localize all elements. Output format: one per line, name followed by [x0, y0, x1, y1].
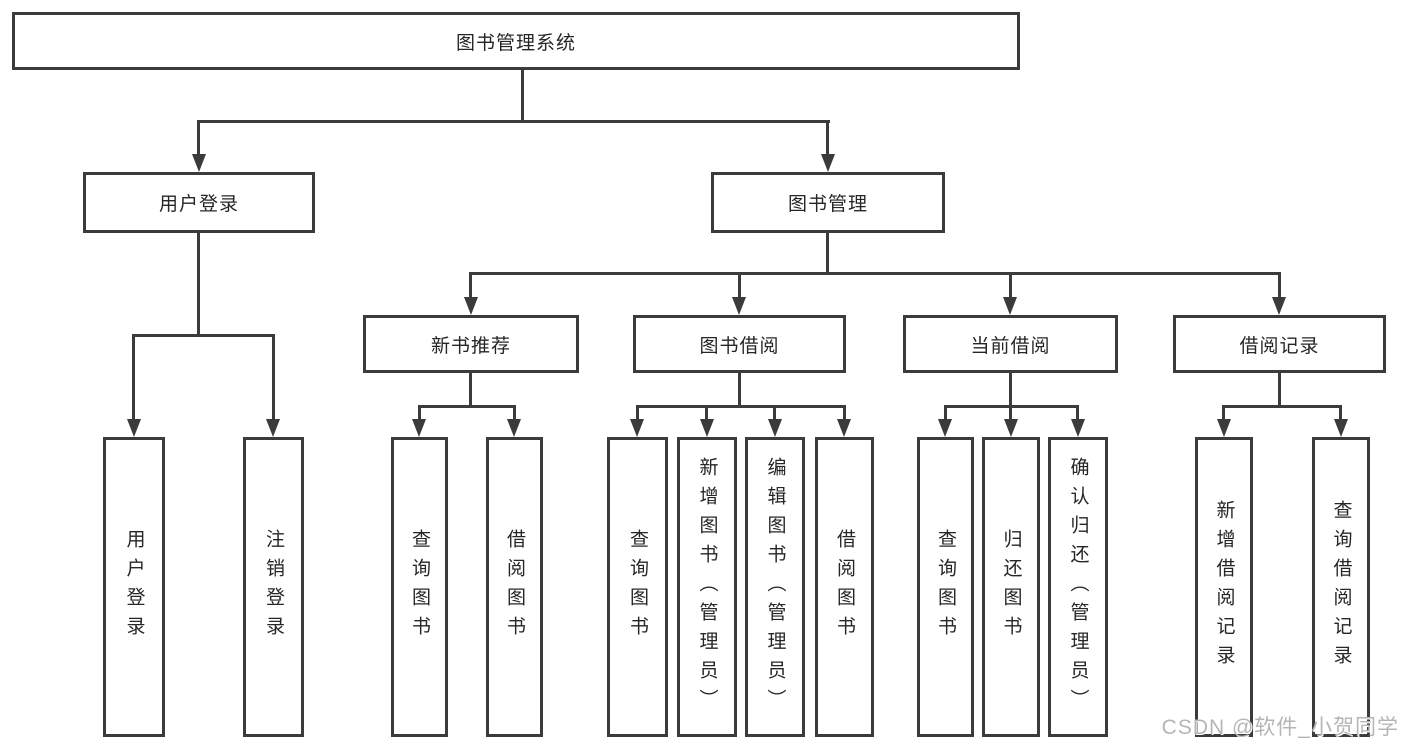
node-label: 归还图书 — [1000, 529, 1022, 645]
connector-vline — [272, 334, 275, 421]
connector-vline — [197, 233, 200, 337]
node-label: 新书推荐 — [430, 335, 511, 357]
node-label: 图书借阅 — [699, 335, 780, 357]
leaf-query-books-current: 查询图书 — [917, 437, 974, 737]
connector-vline — [1009, 272, 1012, 301]
connector-vline — [773, 405, 776, 423]
arrow-down-icon — [1003, 297, 1017, 315]
connector-vline — [1339, 405, 1342, 423]
arrow-down-icon — [464, 297, 478, 315]
node-current-borrow: 当前借阅 — [903, 315, 1118, 373]
connector-vline — [944, 405, 947, 423]
connector-vline — [1076, 405, 1079, 423]
connector-vline — [132, 334, 135, 421]
node-label: 查询图书 — [935, 529, 956, 645]
connector-vline — [1009, 373, 1012, 408]
node-label: 用户登录 — [123, 529, 145, 645]
connector-vline — [738, 272, 741, 301]
connector-vline — [418, 405, 421, 423]
node-label: 图书管理 — [787, 194, 868, 215]
arrow-down-icon — [837, 419, 851, 437]
leaf-add-borrow-record: 新增借阅记录 — [1195, 437, 1253, 737]
arrow-down-icon — [507, 419, 521, 437]
leaf-query-books-recommend: 查询图书 — [391, 437, 448, 737]
connector-hline — [637, 405, 845, 408]
leaf-edit-book-admin: 编辑图书（管理员） — [745, 437, 805, 737]
node-borrow-records: 借阅记录 — [1173, 315, 1386, 373]
arrow-down-icon — [266, 419, 280, 437]
arrow-down-icon — [1217, 419, 1231, 437]
leaf-user-login: 用户登录 — [103, 437, 165, 737]
leaf-borrow-books: 借阅图书 — [815, 437, 874, 737]
node-label: 编辑图书（管理员） — [764, 456, 786, 718]
connector-vline — [197, 120, 200, 158]
arrow-down-icon — [732, 297, 746, 315]
connector-vline — [636, 405, 639, 423]
node-label: 当前借阅 — [970, 335, 1051, 357]
connector-vline — [705, 405, 708, 423]
node-user-login: 用户登录 — [83, 172, 315, 233]
arrow-down-icon — [821, 154, 835, 172]
node-label: 查询图书 — [627, 529, 648, 645]
node-label: 查询借阅记录 — [1330, 500, 1352, 674]
connector-vline — [1278, 373, 1281, 408]
connector-hline — [419, 405, 515, 408]
connector-hline — [1224, 405, 1341, 408]
arrow-down-icon — [192, 154, 206, 172]
connector-vline — [1222, 405, 1225, 423]
leaf-add-book-admin: 新增图书（管理员） — [677, 437, 737, 737]
watermark: CSDN @软件_小贺同学 — [1161, 716, 1399, 739]
connector-vline — [843, 405, 846, 423]
node-book-borrow: 图书借阅 — [633, 315, 846, 373]
node-label: 新增借阅记录 — [1213, 500, 1235, 674]
connector-vline — [469, 373, 472, 408]
leaf-confirm-return-admin: 确认归还（管理员） — [1048, 437, 1108, 737]
connector-vline — [738, 373, 741, 408]
connector-hline — [470, 272, 1280, 275]
node-label: 注销登录 — [263, 529, 284, 645]
node-label: 借阅图书 — [834, 529, 855, 645]
connector-vline — [521, 70, 524, 123]
leaf-query-borrow-record: 查询借阅记录 — [1312, 437, 1370, 737]
node-system-root: 图书管理系统 — [12, 12, 1020, 70]
connector-hline — [134, 334, 274, 337]
node-book-management: 图书管理 — [711, 172, 945, 233]
node-label: 新增图书（管理员） — [696, 456, 718, 718]
connector-hline — [197, 120, 830, 123]
connector-vline — [826, 120, 829, 158]
arrow-down-icon — [127, 419, 141, 437]
leaf-borrow-books-recommend: 借阅图书 — [486, 437, 543, 737]
arrow-down-icon — [1004, 419, 1018, 437]
arrow-down-icon — [768, 419, 782, 437]
arrow-down-icon — [1071, 419, 1085, 437]
connector-vline — [513, 405, 516, 423]
arrow-down-icon — [938, 419, 952, 437]
arrow-down-icon — [1272, 297, 1286, 315]
connector-vline — [1278, 272, 1281, 301]
node-label: 用户登录 — [158, 194, 239, 215]
connector-vline — [469, 272, 472, 301]
node-label: 图书管理系统 — [455, 32, 576, 54]
node-label: 借阅记录 — [1239, 335, 1320, 357]
node-label: 确认归还（管理员） — [1067, 456, 1089, 718]
node-label: 查询图书 — [409, 529, 430, 645]
connector-vline — [826, 233, 829, 275]
node-new-book-recommend: 新书推荐 — [363, 315, 579, 373]
arrow-down-icon — [1334, 419, 1348, 437]
arrow-down-icon — [700, 419, 714, 437]
leaf-query-books-borrow: 查询图书 — [607, 437, 668, 737]
leaf-logout: 注销登录 — [243, 437, 304, 737]
connector-vline — [1009, 405, 1012, 423]
node-label: 借阅图书 — [504, 529, 525, 645]
leaf-return-book: 归还图书 — [982, 437, 1040, 737]
arrow-down-icon — [412, 419, 426, 437]
arrow-down-icon — [630, 419, 644, 437]
